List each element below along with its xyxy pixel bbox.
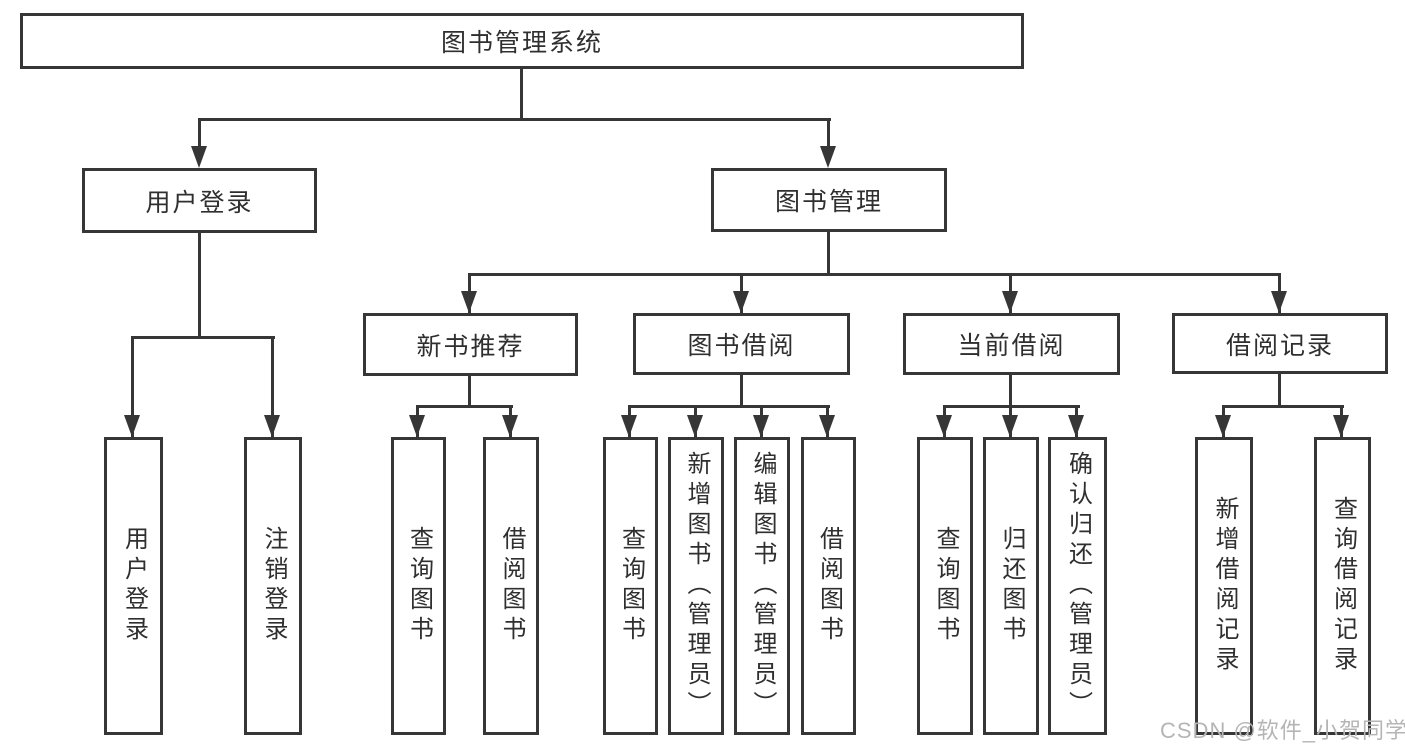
arrow-down-icon xyxy=(124,415,140,437)
node-label: 图书管理 xyxy=(774,188,883,216)
arrow-down-icon xyxy=(687,415,703,437)
node-label: 新增借阅记录 xyxy=(1211,496,1238,676)
arrow-down-icon xyxy=(1271,291,1287,313)
leaf-user-login: 用户登录 xyxy=(104,437,163,735)
node-label: 确认归还（管理员） xyxy=(1064,451,1092,721)
leaf-return-book: 归还图书 xyxy=(983,437,1039,735)
connector-line xyxy=(1278,374,1281,407)
node-label: 编辑图书（管理员） xyxy=(749,451,776,721)
connector-line xyxy=(740,375,743,407)
node-label: 借阅图书 xyxy=(815,526,843,646)
node-label: 借阅记录 xyxy=(1225,331,1334,360)
node-label: 图书管理系统 xyxy=(440,29,603,57)
leaf-query-borrow-record: 查询借阅记录 xyxy=(1314,437,1371,735)
node-label: 图书借阅 xyxy=(687,332,796,360)
arrow-down-icon xyxy=(1333,415,1349,437)
leaf-query-book-borrow: 查询图书 xyxy=(603,437,658,735)
watermark: CSDN @软件_小贺同学 xyxy=(1160,718,1405,743)
node-label: 用户登录 xyxy=(120,526,148,646)
arrow-down-icon xyxy=(461,291,477,313)
arrow-down-icon xyxy=(753,415,769,437)
leaf-logout: 注销登录 xyxy=(244,437,302,735)
arrow-down-icon xyxy=(819,415,835,437)
connector-line xyxy=(198,118,831,121)
arrow-down-icon xyxy=(936,415,952,437)
leaf-query-book-rec: 查询图书 xyxy=(391,437,446,735)
connector-line xyxy=(131,336,134,437)
leaf-add-borrow-record: 新增借阅记录 xyxy=(1195,437,1253,735)
connector-line xyxy=(271,336,274,437)
connector-line xyxy=(468,273,1281,276)
arrow-down-icon xyxy=(1002,415,1018,437)
node-current-borrow: 当前借阅 xyxy=(903,313,1120,375)
connector-line xyxy=(198,233,201,338)
arrow-down-icon xyxy=(502,415,518,437)
connector-line xyxy=(416,405,513,408)
node-label: 查询图书 xyxy=(405,526,433,646)
leaf-edit-book-admin: 编辑图书（管理员） xyxy=(734,437,790,735)
connector-line xyxy=(520,69,523,120)
arrow-down-icon xyxy=(191,146,207,168)
connector-line xyxy=(827,232,830,275)
connector-line xyxy=(1009,375,1012,407)
connector-line xyxy=(1222,405,1344,408)
node-book-mgmt: 图书管理 xyxy=(711,168,947,232)
connector-line xyxy=(628,405,830,408)
leaf-borrow-book-rec: 借阅图书 xyxy=(483,437,539,735)
arrow-down-icon xyxy=(820,146,836,168)
leaf-query-book-current: 查询图书 xyxy=(917,437,973,735)
node-label: 查询图书 xyxy=(932,526,959,646)
node-label: 查询图书 xyxy=(617,526,645,646)
arrow-down-icon xyxy=(1068,415,1084,437)
arrow-down-icon xyxy=(1215,415,1231,437)
leaf-add-book-admin: 新增图书（管理员） xyxy=(668,437,724,735)
node-label: 当前借阅 xyxy=(957,332,1066,360)
arrow-down-icon xyxy=(621,415,637,437)
node-label: 归还图书 xyxy=(998,526,1025,646)
node-label: 新书推荐 xyxy=(416,332,525,361)
arrow-down-icon xyxy=(733,291,749,313)
node-label: 借阅图书 xyxy=(498,526,525,646)
node-book-borrow: 图书借阅 xyxy=(633,313,850,375)
node-label: 用户登录 xyxy=(145,188,254,217)
connector-line xyxy=(198,118,201,148)
leaf-confirm-return-admin: 确认归还（管理员） xyxy=(1048,437,1107,735)
node-new-book-rec: 新书推荐 xyxy=(363,313,578,376)
arrow-down-icon xyxy=(264,415,280,437)
node-label: 注销登录 xyxy=(260,526,287,646)
node-root: 图书管理系统 xyxy=(20,13,1024,69)
arrow-down-icon xyxy=(409,415,425,437)
connector-line xyxy=(468,375,471,407)
connector-line xyxy=(131,336,275,339)
connector-line xyxy=(827,118,830,148)
node-borrow-records: 借阅记录 xyxy=(1172,313,1388,374)
arrow-down-icon xyxy=(1002,291,1018,313)
node-user-login: 用户登录 xyxy=(82,168,317,233)
node-label: 新增图书（管理员） xyxy=(683,451,710,721)
leaf-borrow-book: 借阅图书 xyxy=(801,437,856,735)
node-label: 查询借阅记录 xyxy=(1329,496,1357,676)
